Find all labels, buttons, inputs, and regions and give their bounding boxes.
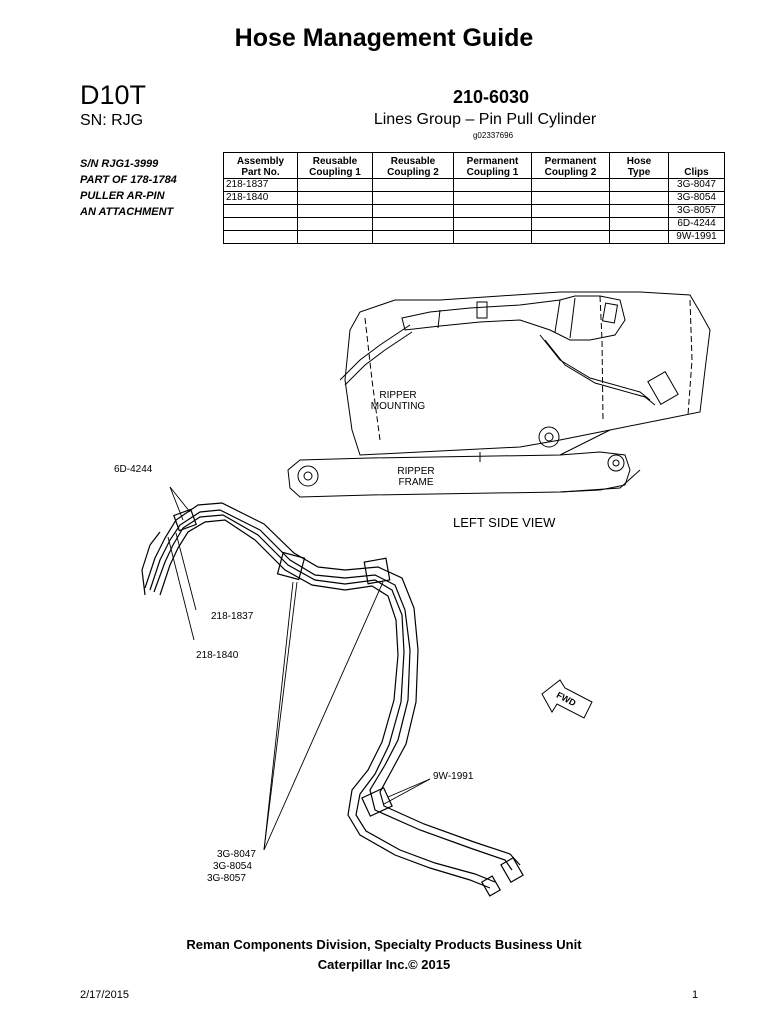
part-number: 210-6030 (452, 87, 530, 107)
page-subtitle: Lines Group – Pin Pull Cylinder (373, 111, 597, 128)
table-row: 218-1837 3G-8047 (223, 178, 725, 192)
footer-division: Reman Components Division, Specialty Pro… (186, 937, 582, 952)
note-line: PULLER AR-PIN (80, 190, 165, 202)
ripper-mounting-label: RIPPER MOUNTING (370, 390, 426, 412)
clip-6d-label: 6D-4244 (114, 464, 153, 475)
graphic-id: g02337696 (472, 131, 514, 140)
footer-copyright: Caterpillar Inc.© 2015 (317, 957, 451, 972)
note-line: AN ATTACHMENT (80, 206, 174, 218)
pin-pull-cylinder (339, 295, 656, 406)
hose-assembly (141, 502, 524, 897)
table-row: 3G-8057 (223, 204, 725, 218)
note-line: S/N RJG1-3999 (80, 158, 159, 170)
footer-date: 2/17/2015 (80, 989, 129, 1001)
table-cell: 9W-1991 (668, 230, 725, 244)
model-name: D10T (80, 80, 147, 110)
hose-218-1840-label: 218-1840 (196, 650, 239, 661)
table-row: 9W-1991 (223, 230, 725, 244)
view-label: LEFT SIDE VIEW (453, 515, 556, 530)
note-line: PART OF 178-1784 (80, 174, 177, 186)
serial-number: SN: RJG (80, 112, 144, 129)
col-header-clips: Clips (668, 152, 725, 179)
ripper-frame-outline (287, 429, 641, 498)
leader-lines (167, 486, 431, 851)
serial-notes: S/N RJG1-3999 PART OF 178-1784 PULLER AR… (80, 156, 177, 220)
ripper-frame-label: RIPPER FRAME (397, 466, 435, 488)
hose-218-1837-label: 218-1837 (211, 611, 254, 622)
clip-9w-label: 9W-1991 (433, 771, 474, 782)
clips-3g-label: 3G-8047 3G-8054 3G-8057 (207, 849, 256, 884)
page-title: Hose Management Guide (234, 24, 534, 52)
ripper-mounting-outline (344, 291, 711, 456)
fwd-arrow-icon (541, 679, 593, 719)
table-row: 6D-4244 (223, 217, 725, 231)
page-number: 1 (692, 989, 699, 1001)
